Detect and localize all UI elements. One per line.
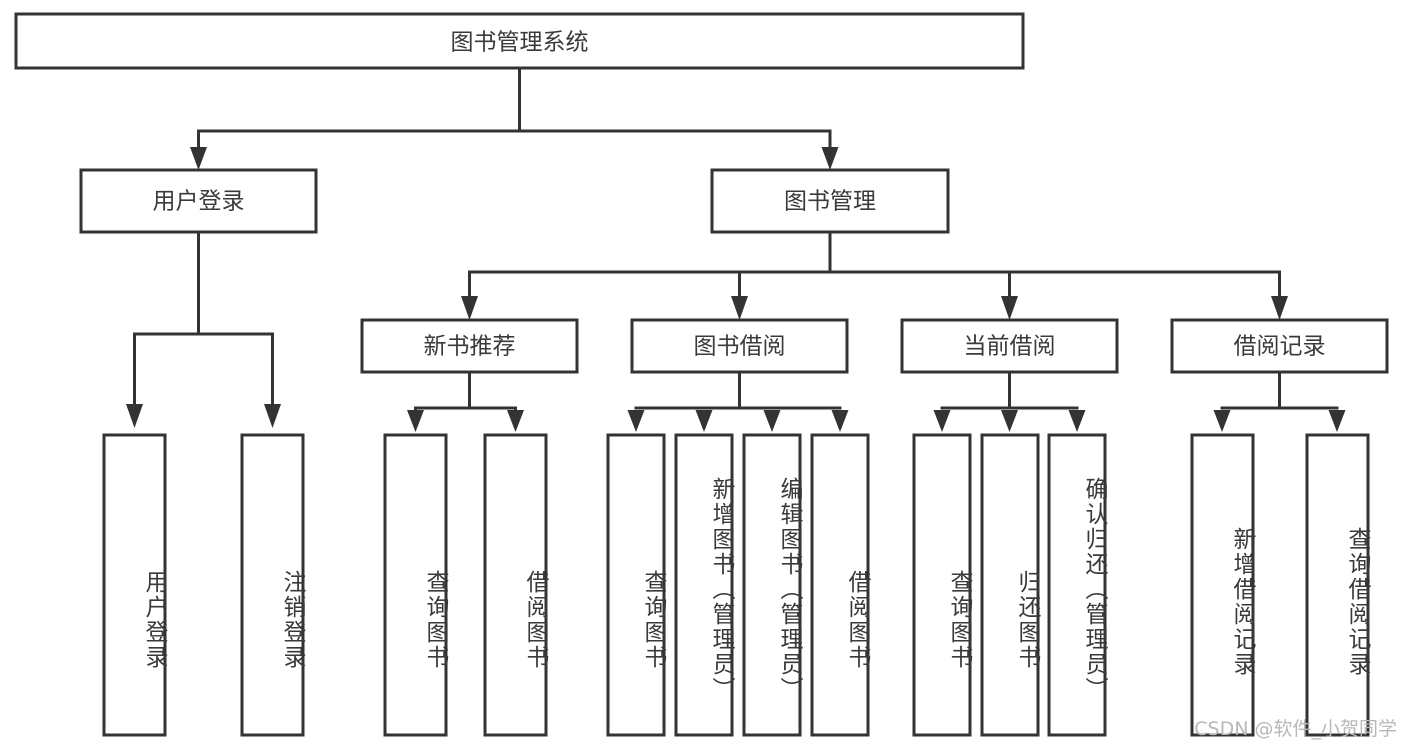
arrow-head-leaf13 [1328,410,1346,432]
arrow-head-userlogin [190,147,207,170]
watermark-text: CSDN @软件_小贺同学 [1194,718,1397,740]
node-box-leaf-4[interactable] [483,433,548,737]
node-box-book-manage[interactable] [710,168,950,234]
arrow-head-leaf1 [126,404,143,428]
arrow-head-leaf2 [264,404,281,428]
arrow-head-leaf11 [1068,410,1086,432]
node-box-user-login[interactable] [79,168,318,234]
arrow-head-leaf8 [831,410,849,432]
arrow-head-leaf7 [763,410,781,432]
node-box-leaf-5[interactable] [606,433,666,737]
node-box-current-borrow[interactable] [900,318,1119,374]
node-box-leaf-3[interactable] [383,433,448,737]
arrow-head-leaf9 [933,410,951,432]
node-label-root: 图书管理系统 [451,30,589,56]
node-box-leaf-6[interactable] [674,433,734,737]
node-box-root[interactable] [14,12,1025,70]
arrow-head-bookmanage [821,147,839,170]
node-box-leaf-7[interactable] [742,433,802,737]
node-box-leaf-13[interactable] [1305,433,1370,737]
node-label-book-manage: 图书管理 [784,189,876,215]
node-label-user-login: 用户登录 [153,189,245,215]
node-box-leaf-1[interactable] [102,433,167,737]
node-box-leaf-8[interactable] [810,433,870,737]
node-label-current-borrow: 当前借阅 [964,334,1056,360]
arrow-head-leaf10 [1001,410,1018,432]
node-box-borrow-record[interactable] [1170,318,1389,374]
node-layer: 图书管理系统 用户登录 图书管理 新书推荐 图书借阅 当前借阅 借阅记录 [14,12,1389,737]
node-box-leaf-11[interactable] [1047,433,1107,737]
arrow-head-newbook [461,296,478,320]
connector-layer [126,66,1346,432]
arrow-head-bookborrow [731,296,748,320]
node-label-borrow-record: 借阅记录 [1234,334,1326,360]
node-box-new-book-rec[interactable] [360,318,579,374]
arrow-head-borrowrecord [1271,296,1288,320]
node-box-book-borrow[interactable] [630,318,849,374]
arrow-head-leaf4 [507,410,524,432]
arrow-head-leaf6 [695,410,713,432]
node-box-leaf-2[interactable] [240,433,305,737]
arrow-head-leaf3 [407,410,424,432]
node-box-leaf-12[interactable] [1190,433,1255,737]
node-box-leaf-9[interactable] [912,433,972,737]
arrow-head-currentborrow [1001,296,1018,320]
arrow-head-leaf5 [627,410,645,432]
node-label-new-book-rec: 新书推荐 [424,334,516,360]
node-label-book-borrow: 图书借阅 [694,334,786,360]
node-box-leaf-10[interactable] [980,433,1040,737]
arrow-head-leaf12 [1213,410,1231,432]
